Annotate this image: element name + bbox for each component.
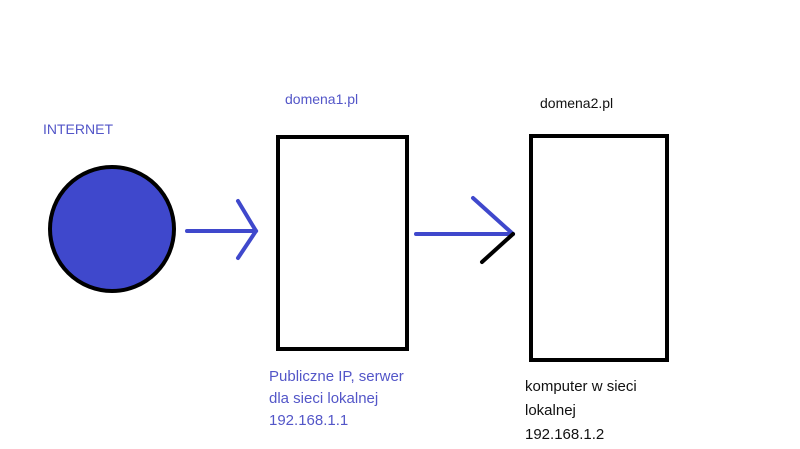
server-domain-label: domena1.pl: [285, 91, 359, 107]
arrow-internet-to-server: [185, 199, 259, 260]
server-description: Publiczne IP, serwer dla sieci lokalnej …: [269, 366, 404, 432]
computer-domain-label: domena2.pl: [540, 95, 614, 111]
server-description-line: 192.168.1.1: [269, 412, 349, 429]
computer-description: komputer w sieci lokalnej 192.168.1.2: [525, 375, 637, 447]
server-box: [276, 135, 409, 351]
server-description-line: Publiczne IP, serwer: [269, 368, 404, 385]
computer-description-line: 192.168.1.2: [525, 426, 605, 443]
internet-node: [48, 165, 176, 293]
computer-description-line: lokalnej: [525, 402, 576, 419]
arrow-server-to-computer: [414, 196, 515, 264]
computer-description-line: komputer w sieci: [525, 378, 637, 395]
computer-box: [529, 134, 669, 362]
server-description-line: dla sieci lokalnej: [269, 390, 379, 407]
internet-label: INTERNET: [43, 121, 113, 137]
